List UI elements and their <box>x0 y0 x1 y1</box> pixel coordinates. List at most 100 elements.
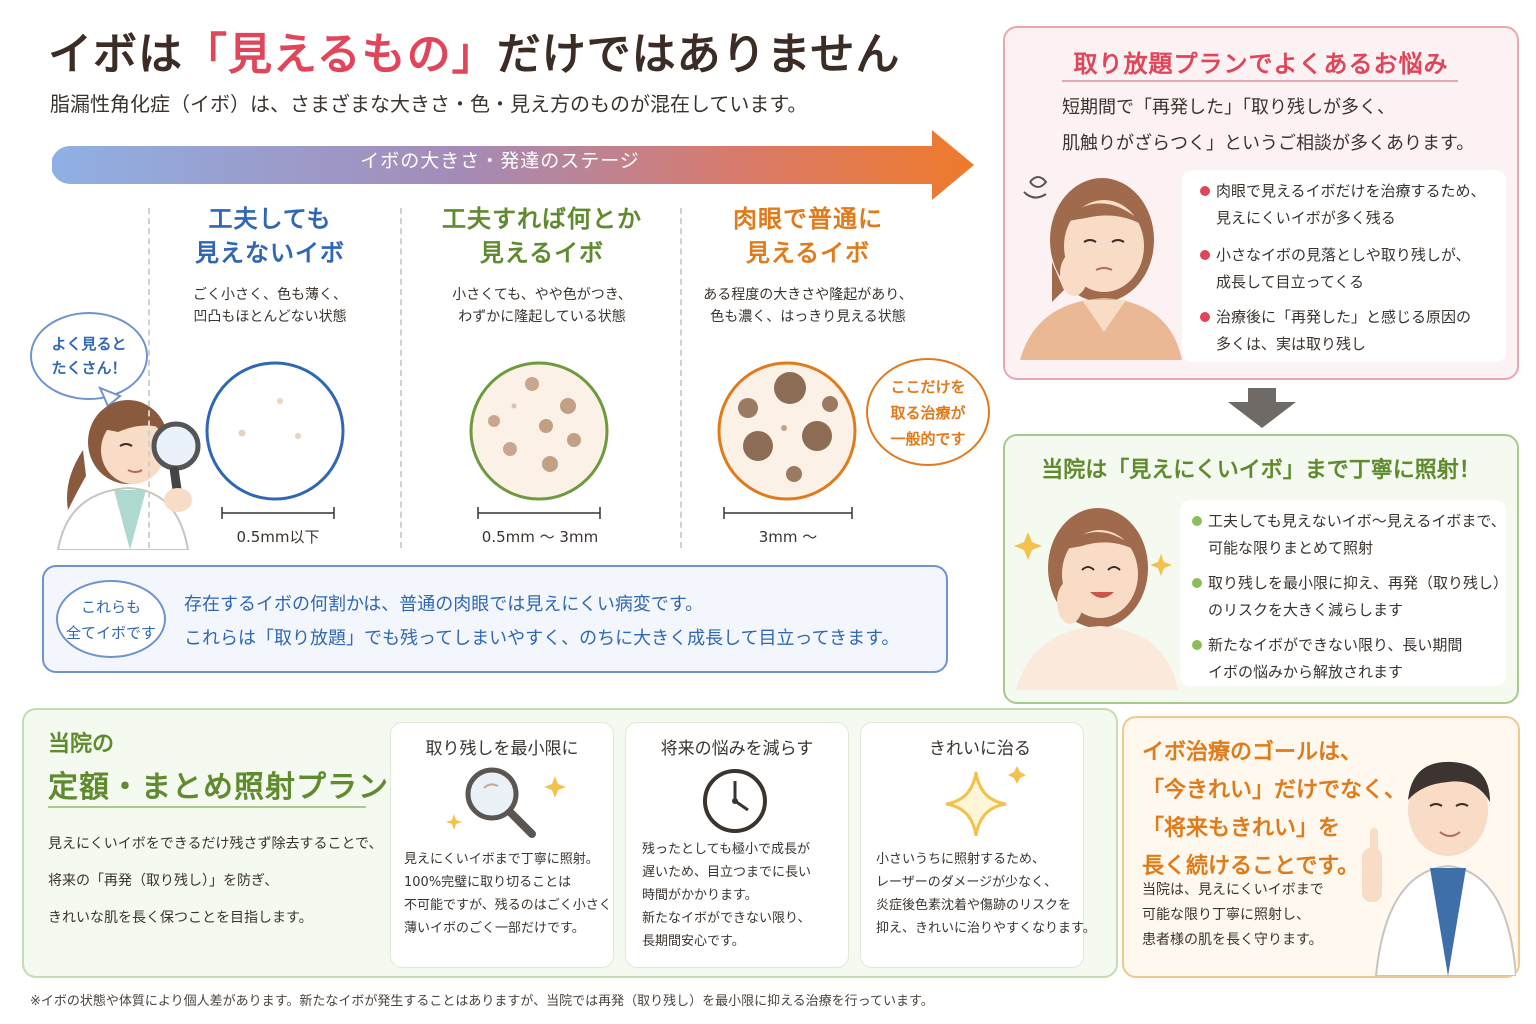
goal-text: 当院は、見えにくいイボまで 可能な限り丁寧に照射し、 患者様の肌を長く守ります。 <box>1142 878 1324 953</box>
happy-woman-illustration <box>1014 508 1178 690</box>
clinic-bullet: 工夫しても見えないイボ〜見えるイボまで、 可能な限りまとめて照射 <box>1208 508 1506 562</box>
goal-head-line: 「将来もきれい」を <box>1142 816 1341 841</box>
feature-text-line: 100%完璧に取り切ることは <box>404 875 572 890</box>
plan-small-title: 当院の <box>48 732 115 757</box>
doctor-speech-bubble: よく見ると たくさん！ <box>30 312 148 400</box>
stage-1-description: ごく小さく、色も薄く、 凹凸もほとんどない状態 <box>150 284 390 328</box>
page-subtitle: 脂漏性角化症（イボ）は、さまざまな大きさ・色・見え方のものが混在しています。 <box>50 92 808 116</box>
bullet-line: 新たなイボができない限り、長い期間 <box>1208 636 1463 654</box>
worry-bullet: 肉眼で見えるイボだけを治療するため、 見えにくいイボが多く残る <box>1216 178 1486 232</box>
stage-title-line: 見えないイボ <box>195 239 345 267</box>
info-box <box>42 565 948 673</box>
goal-text-line: 可能な限り丁寧に照射し、 <box>1142 907 1310 923</box>
stage-desc-line: 小さくても、やや色がつき、 <box>452 287 632 303</box>
stage-3-scale: 3mm 〜 <box>758 528 818 546</box>
info-badge: これらも 全てイボです <box>56 580 166 658</box>
worry-title-underline <box>1062 80 1458 82</box>
feature-text-line: 不可能ですが、残るのはごく小さく <box>404 898 612 913</box>
bullet-dot <box>1192 640 1202 650</box>
stage-title-line: 工夫しても <box>208 205 332 233</box>
bullet-dot <box>1200 312 1210 322</box>
bullet-line: 肉眼で見えるイボだけを治療するため、 <box>1216 182 1486 200</box>
stage-3-description: ある程度の大きさや隆起があり、 色も濃く、はっきり見える状態 <box>690 284 926 328</box>
feature-text-line: 薄いイボのごく一部だけです。 <box>404 921 585 936</box>
stage-desc-line: 凹凸もほとんどない状態 <box>193 309 347 325</box>
clinic-title: 当院は「見えにくいイボ」まで丁寧に照射！ <box>1041 458 1481 483</box>
stage-3-title: 肉眼で普通に 見えるイボ <box>690 202 926 270</box>
stage-1-scale: 0.5mm以下 <box>236 528 320 546</box>
clock-icon <box>703 769 767 833</box>
plan-desc-line: きれいな肌を長く保つことを目指します。 <box>48 910 313 926</box>
feature-text-line: 抑え、きれいに治りやすくなります。 <box>876 921 1096 936</box>
feature-text: 小さいうちに照射するため、 レーザーのダメージが少なく、 炎症後色素沈着や傷跡の… <box>876 848 1096 940</box>
badge-line: 全てイボです <box>65 624 156 642</box>
goal-head-line: イボ治療のゴールは、 <box>1142 740 1363 765</box>
stage-2-scale-bar <box>477 507 601 519</box>
bullet-dot <box>1192 516 1202 526</box>
stage-2-description: 小さくても、やや色がつき、 わずかに隆起している状態 <box>410 284 674 328</box>
bullet-line: 成長して目立ってくる <box>1216 273 1365 291</box>
bullet-line: 取り残しを最小限に抑え、再発（取り残し） <box>1208 574 1509 592</box>
sparkle-icon <box>945 766 1026 836</box>
plan-desc-line: 見えにくいイボをできるだけ残さず除去することで、 <box>48 836 383 852</box>
bullet-line: 多くは、実は取り残し <box>1216 335 1367 353</box>
feature-title: 取り残しを最小限に <box>425 739 579 759</box>
feature-card <box>860 722 1084 968</box>
stage-title-line: 工夫すれば何とか <box>442 205 642 233</box>
bullet-line: 治療後に「再発した」と感じる原因の <box>1216 308 1472 326</box>
feature-text-line: 小さいうちに照射するため、 <box>876 852 1046 867</box>
bubble-line: ここだけを <box>890 378 966 396</box>
info-line-2: これらは「取り放題」でも残ってしまいやすく、のちに大きく成長して目立ってきます。 <box>184 628 900 649</box>
worry-lead-line: 肌触りがざらつく」というご相談が多くあります。 <box>1062 133 1475 154</box>
title-highlight: 「見えるもの」 <box>183 29 497 80</box>
stage-3-scale-bar <box>723 507 853 519</box>
down-arrow-icon <box>1228 388 1296 428</box>
goal-head-line: 「今きれい」だけでなく、 <box>1142 778 1407 803</box>
feature-text-line: 時間がかかります。 <box>642 888 758 903</box>
bullet-line: 小さなイボの見落としや取り残しが、 <box>1216 246 1471 264</box>
male-doctor-illustration <box>1362 761 1516 976</box>
feature-text-line: 長期間安心です。 <box>642 934 745 949</box>
worry-lead-line: 短期間で「再発した」「取り残しが多く、 <box>1062 97 1395 118</box>
feature-text-line: 見えにくいイボまで丁寧に照射。 <box>404 852 599 867</box>
feature-text-line: 新たなイボができない限り、 <box>642 911 811 926</box>
stage-title-line: 見えるイボ <box>479 239 605 267</box>
feature-text-line: レーザーのダメージが少なく、 <box>876 875 1058 890</box>
bubble-line: 取る治療が <box>890 404 966 422</box>
info-line-1: 存在するイボの何割かは、普通の肉眼では見えにくい病変です。 <box>184 594 704 615</box>
bullet-line: 可能な限りまとめて照射 <box>1208 539 1374 557</box>
common-treatment-bubble: ここだけを 取る治療が 一般的です <box>866 358 990 466</box>
bullet-dot <box>1192 578 1202 588</box>
clinic-bullet: 取り残しを最小限に抑え、再発（取り残し） のリスクを大きく減らします <box>1208 570 1508 624</box>
feature-text-line: 残ったとしても極小で成長が <box>642 842 810 857</box>
speech-line: たくさん！ <box>51 359 127 377</box>
goal-text-line: 患者様の肌を長く守ります。 <box>1142 932 1323 948</box>
worry-title: 取り放題プランでよくあるお悩み <box>1073 50 1449 78</box>
goal-heading: イボ治療のゴールは、 「今きれい」だけでなく、 「将来もきれい」を 長く続けるこ… <box>1142 734 1406 886</box>
clinic-bullet-card <box>1180 500 1506 686</box>
feature-title: 将来の悩みを減らす <box>660 739 814 759</box>
worried-woman-illustration <box>1020 176 1182 360</box>
stage-title-line: 肉眼で普通に <box>733 205 883 233</box>
bullet-dot <box>1200 186 1210 196</box>
bullet-line: のリスクを大きく減らします <box>1208 601 1404 619</box>
plan-desc-line: 将来の「再発（取り残し）」を防ぎ、 <box>48 873 279 889</box>
stage-3-skin-circle <box>717 361 857 501</box>
speech-line: よく見ると <box>51 335 127 353</box>
feature-text-line: 遅いため、目立つまでに長い <box>642 865 812 880</box>
page-title: イボは「見えるもの」だけではありません <box>48 18 998 82</box>
title-part2: だけではありません <box>496 29 901 80</box>
stage-1-title: 工夫しても 見えないイボ <box>150 202 390 270</box>
stage-2-title: 工夫すれば何とか 見えるイボ <box>410 202 674 270</box>
bullet-dot <box>1200 250 1210 260</box>
stage-title-line: 見えるイボ <box>745 239 871 267</box>
worry-bullet: 治療後に「再発した」と感じる原因の 多くは、実は取り残し <box>1216 304 1471 358</box>
stage-2-skin-circle <box>469 361 609 501</box>
stage-divider <box>400 208 402 548</box>
stage-desc-line: 色も濃く、はっきり見える状態 <box>710 309 906 325</box>
stage-2-scale: 0.5mm 〜 3mm <box>481 528 599 546</box>
plan-big-title: 定額・まとめ照射プラン <box>48 770 389 805</box>
magnifier-icon <box>446 767 566 838</box>
plan-description: 見えにくいイボをできるだけ残さず除去することで、 将来の「再発（取り残し）」を防… <box>48 826 382 937</box>
feature-card <box>390 722 614 968</box>
